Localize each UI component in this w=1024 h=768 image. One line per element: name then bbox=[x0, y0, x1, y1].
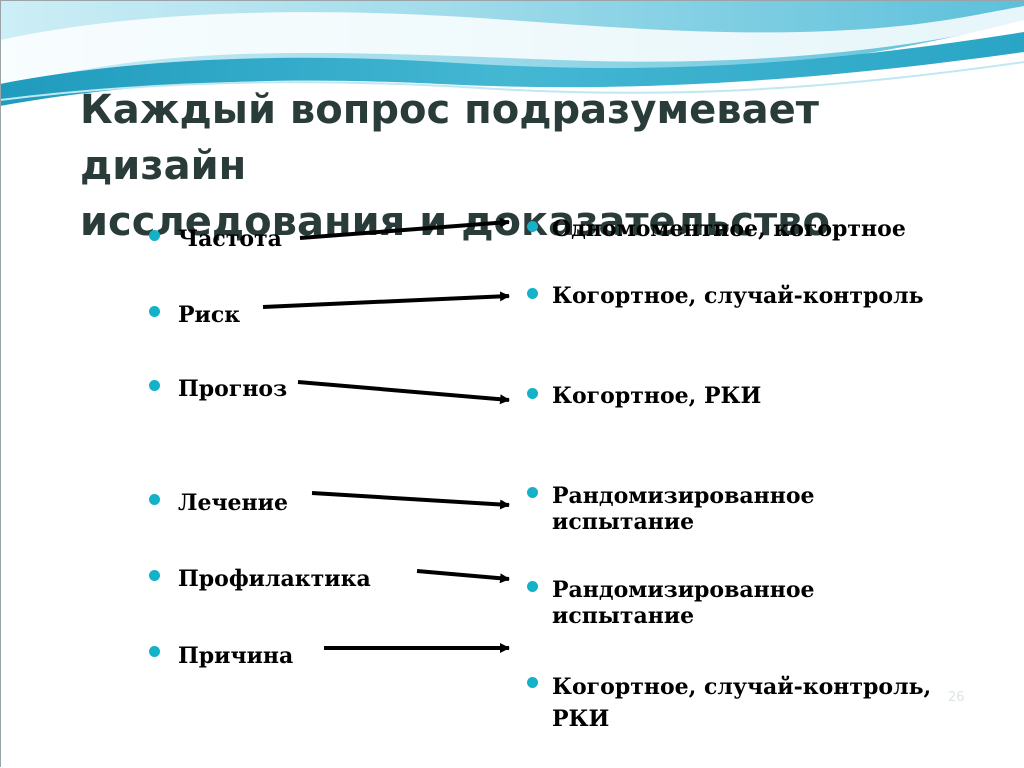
bullet-icon bbox=[149, 570, 160, 581]
bullet-icon bbox=[149, 306, 160, 317]
bullet-icon bbox=[149, 494, 160, 505]
design-prevention-line-1: Рандомизированное bbox=[552, 577, 815, 603]
bullet-icon bbox=[527, 221, 538, 232]
design-prevention-line-2: испытание bbox=[552, 603, 695, 629]
design-treatment-line-2: испытание bbox=[552, 509, 695, 535]
arrow-risk bbox=[262, 291, 510, 309]
arrow-prognosis bbox=[297, 380, 510, 405]
bullet-icon bbox=[527, 388, 538, 399]
wave-thin-line bbox=[0, 61, 1024, 101]
wave-dark-band bbox=[0, 32, 1024, 106]
question-risk: Риск bbox=[178, 302, 241, 328]
wave-white-band bbox=[0, 6, 1024, 88]
design-cause-line-1: Когортное, случай-контроль, bbox=[552, 674, 932, 700]
bullet-icon bbox=[149, 230, 160, 241]
question-prognosis: Прогноз bbox=[178, 376, 288, 402]
arrow-treatment bbox=[311, 491, 510, 510]
slide-title-line-1: Каждый вопрос подразумевает дизайн bbox=[80, 87, 819, 189]
design-prognosis: Когортное, РКИ bbox=[552, 383, 762, 409]
question-prevention: Профилактика bbox=[178, 566, 371, 592]
bullet-icon bbox=[527, 288, 538, 299]
question-frequency: Частота bbox=[178, 226, 282, 252]
design-frequency: Одномоментное, когортное bbox=[552, 216, 906, 242]
wave-header-decoration bbox=[0, 0, 1024, 106]
design-cause: Когортное, случай-контроль, РКИ bbox=[552, 671, 931, 735]
design-treatment-line-1: Рандомизированное bbox=[552, 483, 815, 509]
bullet-icon bbox=[527, 677, 538, 688]
design-cause-line-2: РКИ bbox=[552, 706, 610, 732]
bullet-icon bbox=[149, 646, 160, 657]
bullet-icon bbox=[527, 487, 538, 498]
design-risk: Когортное, случай-контроль bbox=[552, 283, 924, 309]
arrow-prevention bbox=[416, 569, 510, 584]
bullet-icon bbox=[527, 581, 538, 592]
question-cause: Причина bbox=[178, 643, 294, 669]
slide-number: 26 bbox=[948, 690, 965, 705]
bullet-icon bbox=[149, 380, 160, 391]
question-treatment: Лечение bbox=[178, 490, 288, 516]
